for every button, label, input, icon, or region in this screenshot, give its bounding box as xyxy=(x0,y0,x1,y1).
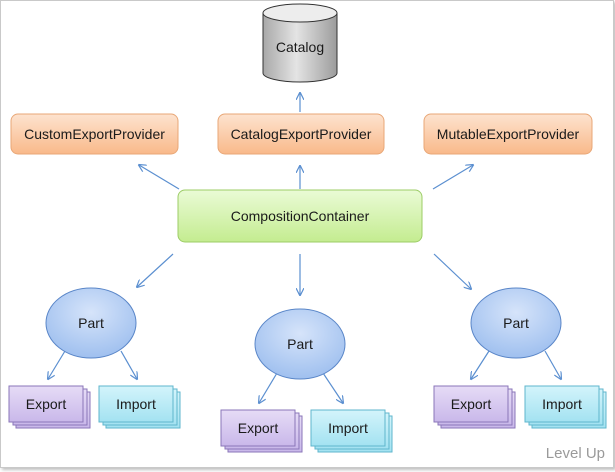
part-label: Part xyxy=(503,315,529,331)
catalog-label: Catalog xyxy=(276,39,324,55)
export-label: Export xyxy=(26,396,67,412)
composition-container-label: CompositionContainer xyxy=(231,208,370,224)
watermark-text: Level Up xyxy=(546,445,605,462)
arrow-part1-to-import xyxy=(120,350,137,379)
arrow-part1-to-export xyxy=(48,350,66,379)
part-label: Part xyxy=(287,336,313,352)
export-stack-3: Export xyxy=(433,385,516,429)
mutable-export-provider: MutableExportProvider xyxy=(423,113,593,155)
arrow-container-to-custom xyxy=(139,165,180,190)
import-label: Import xyxy=(116,396,156,412)
import-label: Import xyxy=(328,420,368,436)
catalog-export-provider: CatalogExportProvider xyxy=(217,113,385,155)
arrow-part2-to-export xyxy=(259,372,278,403)
arrow-container-to-part3 xyxy=(433,253,471,289)
import-label: Import xyxy=(542,396,582,412)
arrow-part3-to-export xyxy=(471,350,490,379)
catalog-cylinder: Catalog xyxy=(262,3,338,83)
export-stack-1: Export xyxy=(8,385,91,429)
export-stack-2: Export xyxy=(220,409,303,453)
catalog-export-provider-label: CatalogExportProvider xyxy=(231,126,372,142)
composition-container: CompositionContainer xyxy=(177,189,423,243)
arrow-container-to-part1 xyxy=(137,253,174,287)
import-stack-1: Import xyxy=(98,385,181,429)
arrows xyxy=(48,93,561,403)
custom-export-provider: CustomExportProvider xyxy=(10,113,179,155)
arrow-part2-to-import xyxy=(322,372,343,403)
arrow-part3-to-import xyxy=(544,350,561,379)
part-2: Part xyxy=(254,308,346,380)
export-label: Export xyxy=(451,396,492,412)
import-stack-2: Import xyxy=(310,409,393,453)
import-stack-3: Import xyxy=(524,385,607,429)
part-3: Part xyxy=(470,287,562,359)
part-1: Part xyxy=(45,287,137,359)
arrow-container-to-mutable xyxy=(432,165,473,190)
export-label: Export xyxy=(238,420,279,436)
part-label: Part xyxy=(78,315,104,331)
custom-export-provider-label: CustomExportProvider xyxy=(24,126,165,142)
mutable-export-provider-label: MutableExportProvider xyxy=(437,126,580,142)
